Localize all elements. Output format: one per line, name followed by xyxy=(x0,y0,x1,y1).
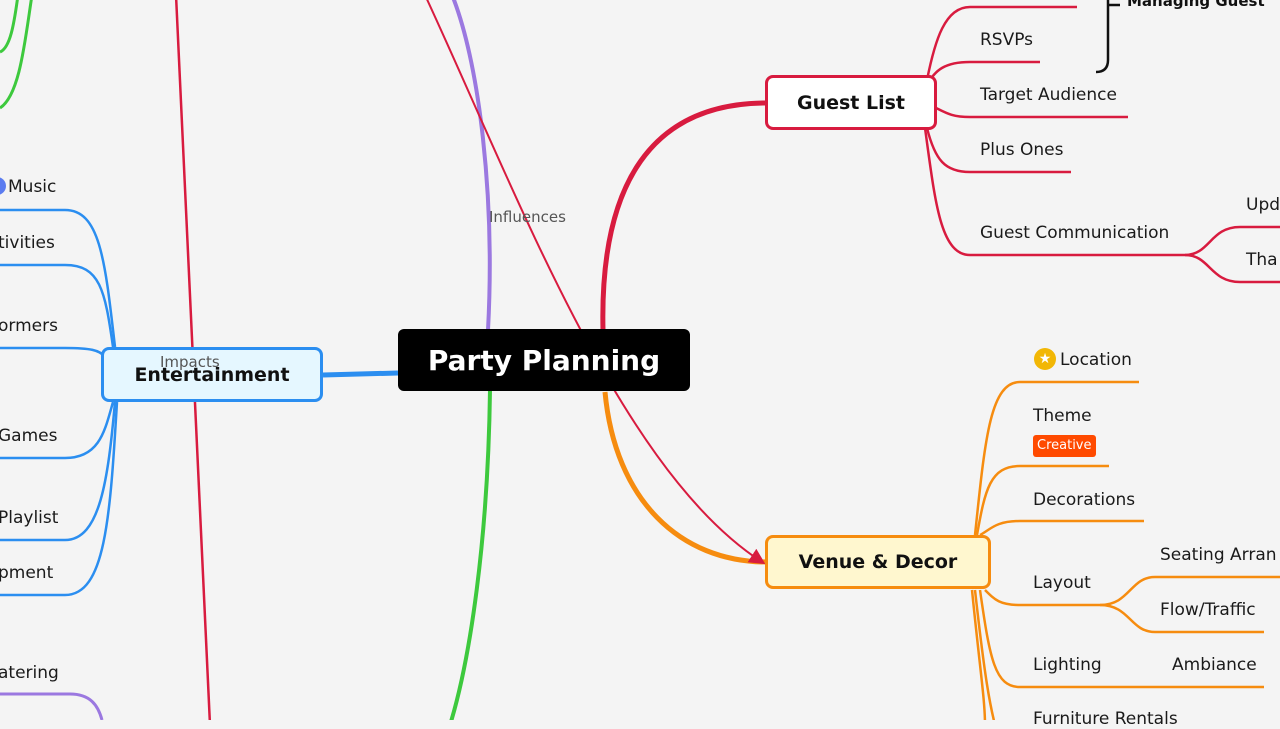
entertainment-child-lines xyxy=(0,208,119,597)
topic-venue-decor[interactable]: Venue & Decor xyxy=(765,535,991,589)
subtopic-equipment[interactable]: pment xyxy=(0,563,54,583)
subtopic-tha[interactable]: Tha xyxy=(1246,250,1278,270)
subtopic-music[interactable]: Music xyxy=(8,177,57,197)
subtopic-seating-arrangement[interactable]: Seating Arran xyxy=(1160,545,1277,565)
central-to-entertainment-line xyxy=(322,370,399,378)
subtopic-theme[interactable]: Theme xyxy=(1033,406,1092,426)
green-branch-line xyxy=(449,389,492,720)
subtopic-performers[interactable]: ormers xyxy=(0,316,58,336)
subtopic-games[interactable]: Games xyxy=(0,426,58,446)
subtopic-layout[interactable]: Layout xyxy=(1033,573,1091,593)
subtopic-plus-ones[interactable]: Plus Ones xyxy=(980,140,1064,160)
purple-branch-line xyxy=(451,0,492,331)
subtopic-playlist[interactable]: Playlist xyxy=(0,508,59,528)
subtopic-activities[interactable]: tivities xyxy=(0,233,55,253)
subtopic-catering[interactable]: atering xyxy=(0,663,59,683)
creative-tag: Creative xyxy=(1033,435,1096,457)
central-to-venue-line xyxy=(602,391,768,565)
central-to-guest-line xyxy=(600,100,768,331)
subtopic-ambiance[interactable]: Ambiance xyxy=(1172,655,1257,675)
topic-guest-list[interactable]: Guest List xyxy=(765,75,937,130)
subtopic-location[interactable]: Location xyxy=(1060,350,1132,370)
purple-catering-line xyxy=(0,692,104,720)
relationship-label-impacts[interactable]: Impacts xyxy=(160,353,220,371)
influences-relationship-line xyxy=(426,0,766,565)
star-icon: ★ xyxy=(1034,348,1056,370)
subtopic-furniture-rentals[interactable]: Furniture Rentals xyxy=(1033,709,1178,729)
subtopic-target-audience[interactable]: Target Audience xyxy=(980,85,1117,105)
subtopic-decorations[interactable]: Decorations xyxy=(1033,490,1136,510)
topic-guest-list-label: Guest List xyxy=(796,91,906,114)
green-branch-top xyxy=(0,0,33,110)
green-branch-top2 xyxy=(0,0,19,54)
central-topic[interactable]: Party Planning xyxy=(398,329,690,391)
subtopic-rsvps[interactable]: RSVPs xyxy=(980,30,1034,50)
priority-dot-icon xyxy=(0,177,6,195)
summary-label[interactable]: Managing Guest xyxy=(1127,0,1265,10)
topic-venue-decor-label: Venue & Decor xyxy=(798,551,958,573)
subtopic-flow-traffic[interactable]: Flow/Traffic xyxy=(1160,600,1256,620)
topic-entertainment-label: Entertainment xyxy=(134,363,290,386)
relationship-label-influences[interactable]: Influences xyxy=(489,208,566,226)
central-topic-label: Party Planning xyxy=(427,343,661,377)
subtopic-guest-communication[interactable]: Guest Communication xyxy=(980,223,1170,243)
subtopic-lighting[interactable]: Lighting xyxy=(1033,655,1102,675)
venue-child-lines xyxy=(970,380,1280,720)
summary-bracket xyxy=(1095,0,1120,74)
topic-entertainment[interactable]: Entertainment xyxy=(101,347,323,402)
subtopic-upd[interactable]: Upd xyxy=(1246,195,1280,215)
